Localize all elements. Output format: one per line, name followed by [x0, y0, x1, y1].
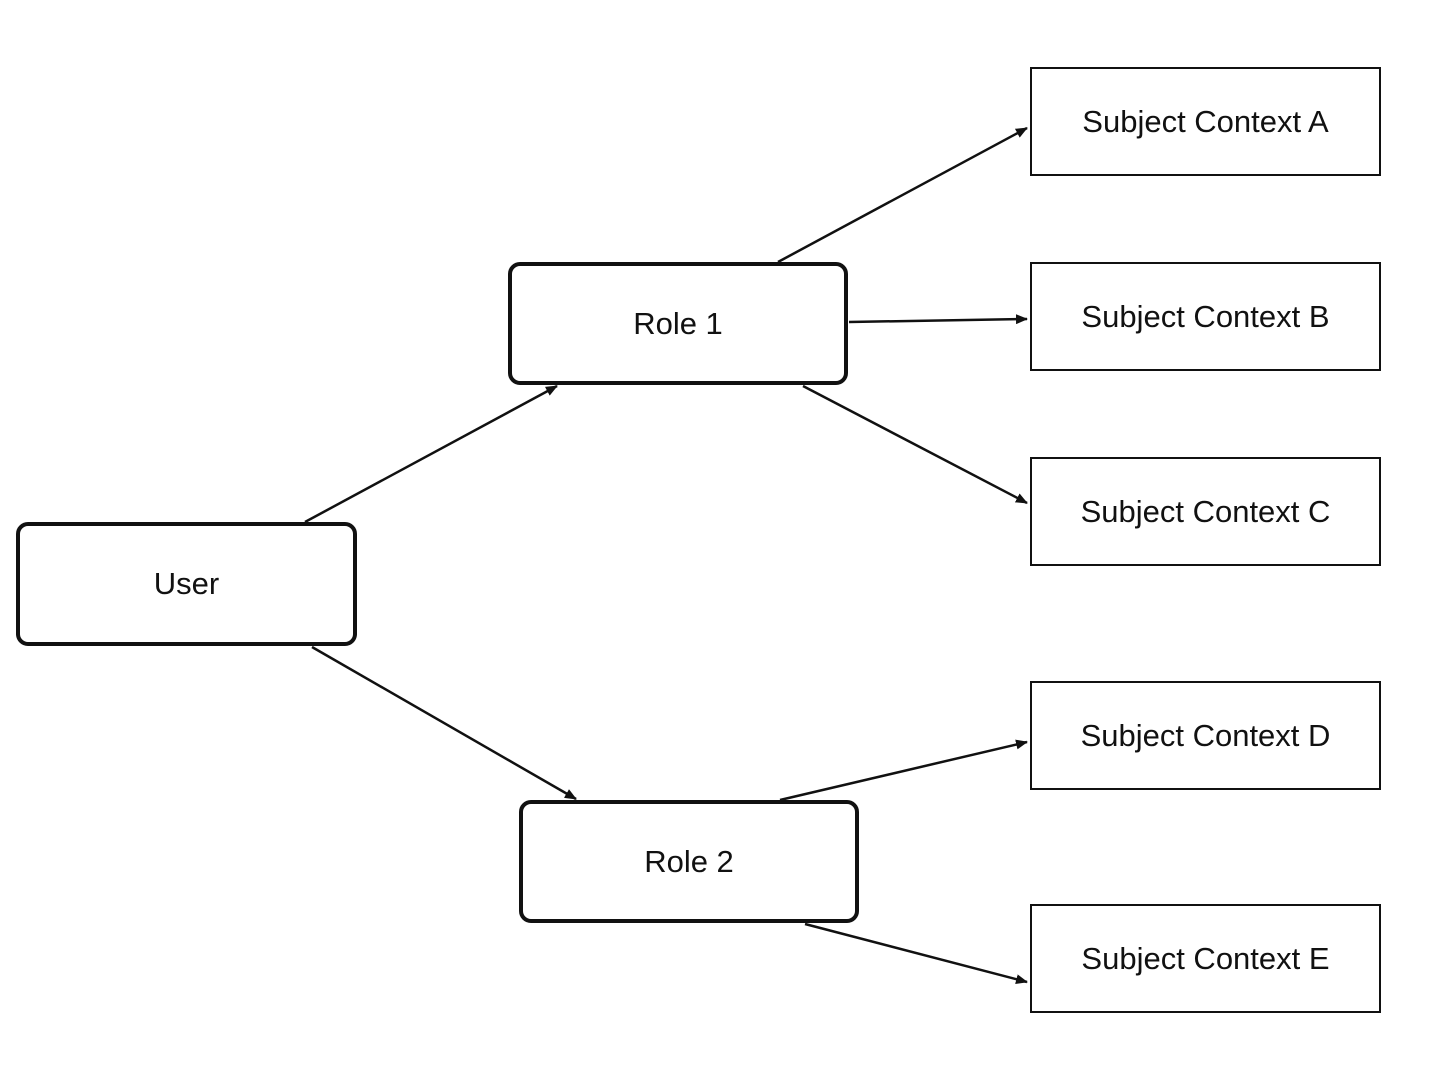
edge-role2-to-ctx-d: [779, 739, 1028, 802]
node-subject-context-e-label: Subject Context E: [1081, 940, 1330, 976]
node-user: User: [16, 522, 357, 646]
node-role-2: Role 2: [519, 800, 859, 923]
node-subject-context-e: Subject Context E: [1030, 904, 1381, 1013]
node-user-label: User: [153, 566, 220, 601]
edge-role2-to-ctx-e: [804, 922, 1028, 985]
node-role-1-label: Role 1: [633, 305, 723, 341]
node-subject-context-d: Subject Context D: [1030, 681, 1381, 790]
edge-role1-to-ctx-a: [777, 126, 1028, 264]
edge-role1-to-ctx-c: [802, 384, 1028, 505]
edge-role1-to-ctx-b: [848, 314, 1028, 325]
edge-user-to-role1: [304, 384, 558, 524]
node-subject-context-b-label: Subject Context B: [1081, 298, 1330, 334]
node-role-1: Role 1: [508, 262, 848, 385]
node-subject-context-b: Subject Context B: [1030, 262, 1381, 371]
edge-user-to-role2: [311, 645, 577, 801]
node-subject-context-d-label: Subject Context D: [1080, 717, 1331, 753]
node-role-2-label: Role 2: [644, 843, 734, 879]
node-subject-context-a: Subject Context A: [1030, 67, 1381, 176]
node-subject-context-c-label: Subject Context C: [1080, 493, 1331, 529]
node-subject-context-a-label: Subject Context A: [1082, 103, 1329, 139]
node-subject-context-c: Subject Context C: [1030, 457, 1381, 566]
